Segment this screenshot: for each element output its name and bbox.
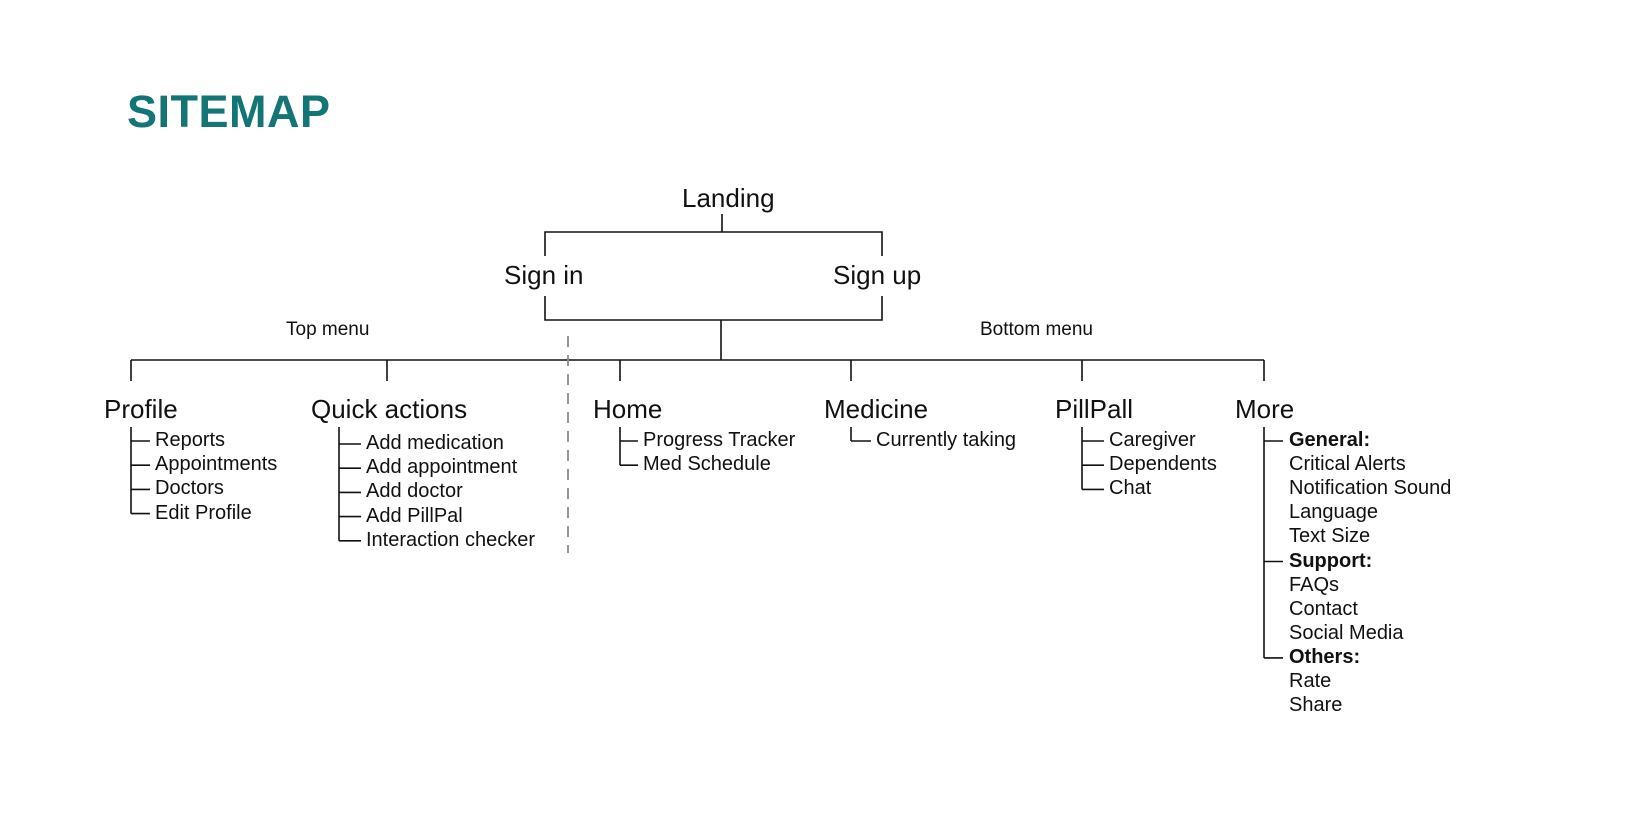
pillpall-node: PillPall <box>1055 394 1134 424</box>
bottom-menu-label: Bottom menu <box>980 319 1093 340</box>
home-node: Home <box>593 394 663 424</box>
more-item: Share <box>1289 694 1343 717</box>
quick-actions-item: Add medication <box>366 432 504 454</box>
landing-branch <box>544 231 883 256</box>
more-group-heading: Support: <box>1289 549 1373 572</box>
more-item: Contact <box>1289 597 1358 620</box>
more-node: More <box>1235 394 1295 424</box>
quick-actions-item: Interaction checker <box>366 528 535 551</box>
auth-branch <box>544 296 883 321</box>
sign-in-node: Sign in <box>504 260 584 290</box>
quick-actions-node: Quick actions <box>311 394 468 424</box>
profile-item: Doctors <box>155 477 224 500</box>
more-group-heading: Others: <box>1289 645 1361 668</box>
top-menu-label: Top menu <box>286 319 370 340</box>
more-item: Rate <box>1289 670 1332 692</box>
auth-connectors <box>544 296 883 360</box>
more-item: FAQs <box>1289 573 1340 596</box>
more-item: Critical Alerts <box>1289 453 1406 476</box>
more-group-heading: General: <box>1289 429 1371 451</box>
home-item: Progress Tracker <box>643 429 796 451</box>
more-item: Language <box>1289 501 1378 524</box>
profile-item: Edit Profile <box>155 501 252 524</box>
tree-lines <box>130 427 1283 659</box>
more-item: Social Media <box>1289 621 1404 644</box>
profile-item: Reports <box>155 429 226 451</box>
quick-actions-item: Add appointment <box>366 456 518 479</box>
medicine-item: Currently taking <box>876 429 1017 451</box>
profile-item: Appointments <box>155 453 278 476</box>
quick-actions-item: Add doctor <box>366 480 463 503</box>
profile-node: Profile <box>104 394 178 424</box>
pillpall-item: Dependents <box>1109 453 1217 476</box>
landing-connectors <box>544 214 883 256</box>
menu-connectors <box>130 359 1265 381</box>
home-item: Med Schedule <box>643 453 771 476</box>
page-title: SITEMAP <box>127 86 331 137</box>
quick-actions-item: Add PillPal <box>366 504 463 527</box>
medicine-node: Medicine <box>824 394 929 424</box>
more-item: Notification Sound <box>1289 477 1452 500</box>
sign-up-node: Sign up <box>833 260 922 290</box>
landing-node: Landing <box>682 183 775 213</box>
pillpall-item: Chat <box>1109 477 1152 500</box>
pillpall-item: Caregiver <box>1109 429 1196 451</box>
more-item: Text Size <box>1289 525 1371 548</box>
